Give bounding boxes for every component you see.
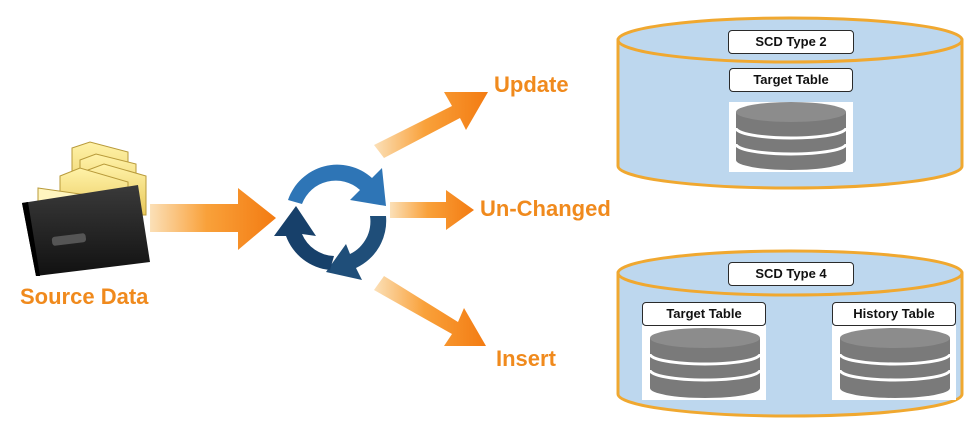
source-to-scd-arrow	[150, 188, 276, 250]
unchanged-arrow	[390, 190, 474, 230]
file-box-icon	[22, 141, 150, 276]
unchanged-label: Un-Changed	[480, 196, 611, 221]
update-label: Update	[494, 72, 569, 97]
source-data-label: Source Data	[20, 284, 149, 309]
insert-arrow	[374, 276, 486, 346]
type2-target-table-label: Target Table	[729, 68, 853, 92]
update-arrow	[374, 92, 488, 158]
scd-cycle-icon	[274, 164, 387, 280]
type4-history-table-label: History Table	[832, 302, 956, 326]
scd-type2-title: SCD Type 2	[728, 30, 854, 54]
scd-type4-title: SCD Type 4	[728, 262, 854, 286]
database-icon	[648, 328, 762, 398]
insert-label: Insert	[496, 346, 556, 371]
database-icon	[838, 328, 952, 398]
scd-label: SCD	[317, 205, 356, 225]
type4-target-table-label: Target Table	[642, 302, 766, 326]
database-icon	[734, 102, 848, 170]
